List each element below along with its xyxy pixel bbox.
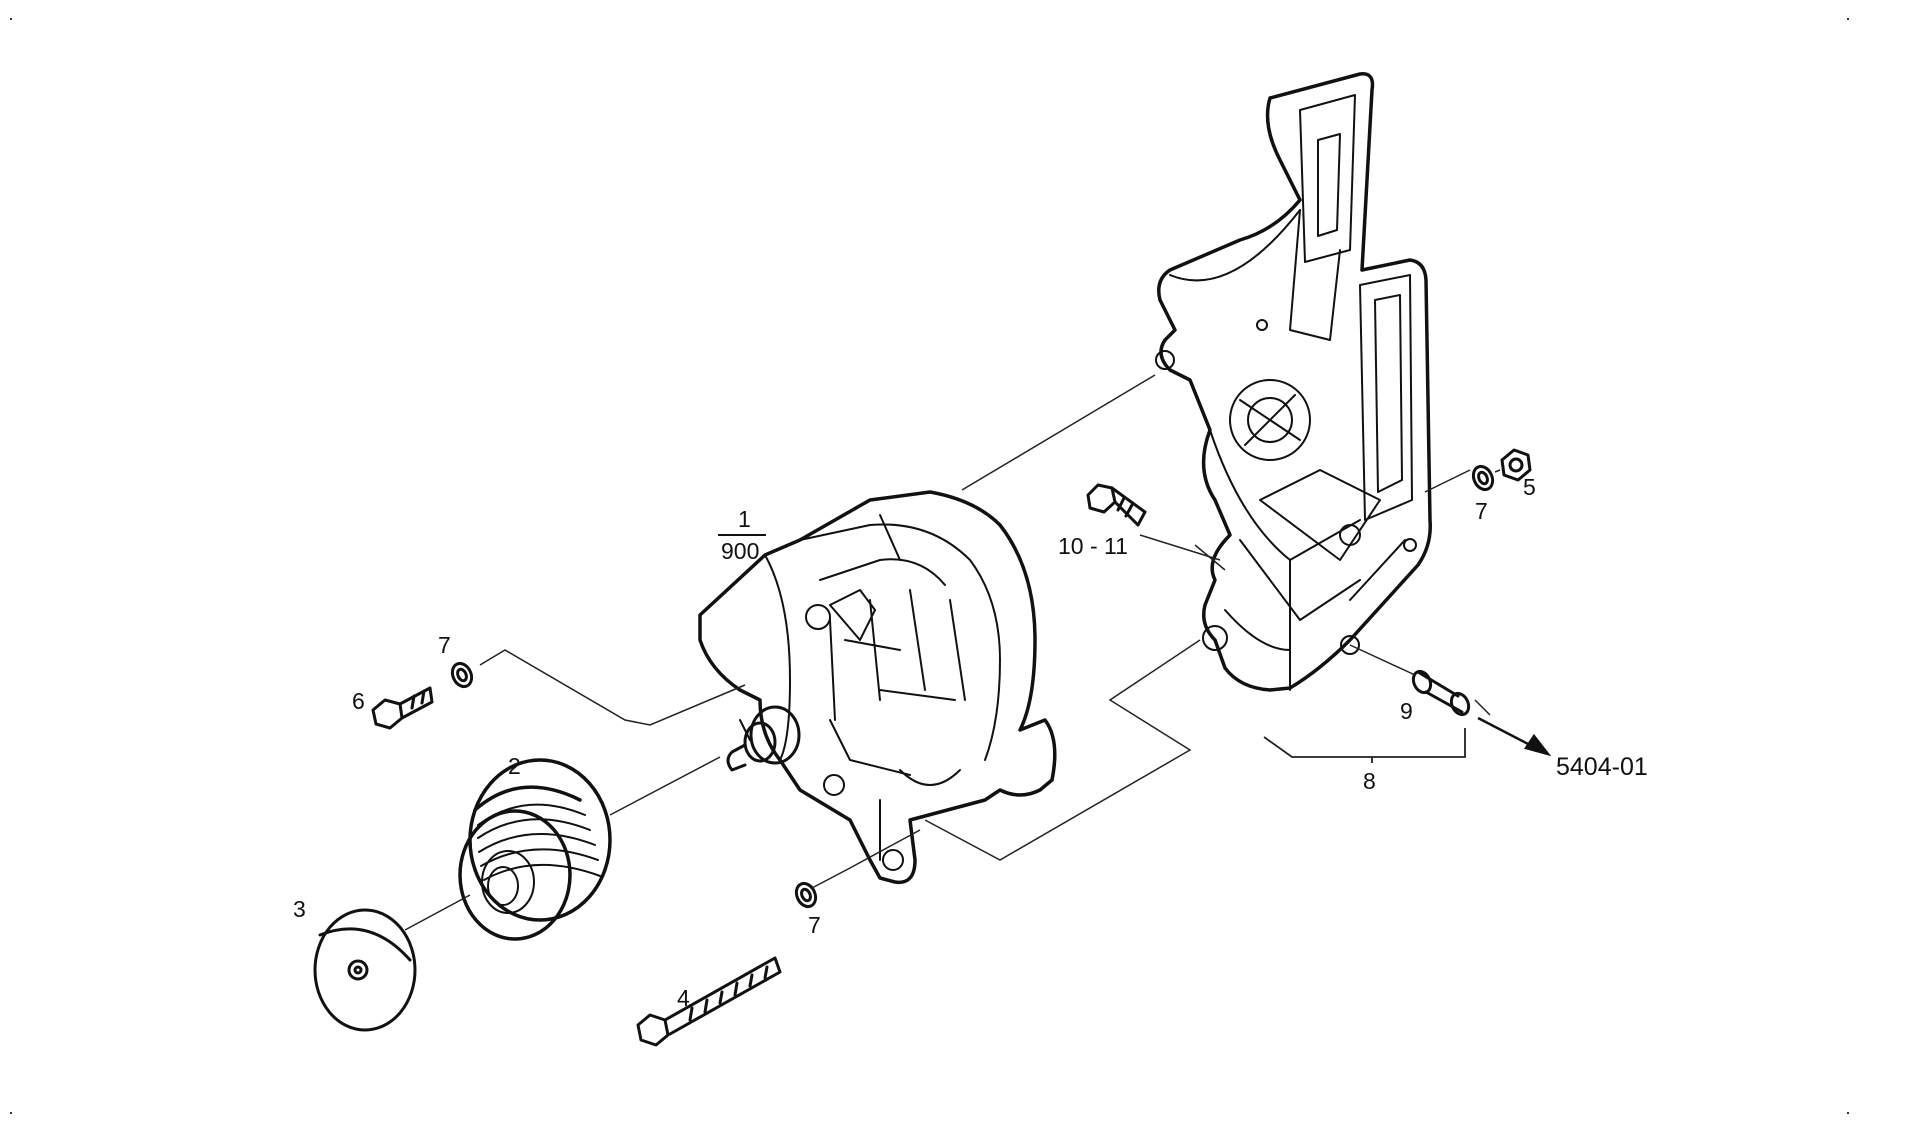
callout-alternator-top: 1 — [738, 506, 751, 532]
alternator-details — [739, 514, 1001, 871]
assembly-bracket-line — [1263, 728, 1466, 763]
corner-mark — [1847, 1112, 1849, 1114]
callout-washer-upper-left: 7 — [438, 632, 451, 658]
dowel — [1411, 669, 1471, 717]
callout-reference: 5404-01 — [1556, 753, 1648, 781]
long-bolt — [636, 956, 782, 1047]
callout-fraction-bar — [718, 534, 766, 536]
callout-long-bolt: 4 — [677, 985, 690, 1011]
callout-washer-lower: 7 — [808, 912, 821, 938]
washer-right — [1471, 464, 1495, 492]
callout-washer-right: 7 — [1475, 498, 1488, 524]
mounting-bracket — [1157, 72, 1432, 692]
callout-alternator-bottom: 900 — [721, 538, 760, 564]
washer-upper-left — [450, 661, 474, 689]
callout-small-bolt: 6 — [352, 688, 365, 714]
pulley — [458, 758, 612, 941]
bracket-details — [1155, 94, 1417, 691]
reference-arrow — [1477, 716, 1552, 757]
callout-nut: 5 — [1523, 474, 1536, 500]
alternator-shaft — [726, 705, 801, 772]
small-bolt — [371, 686, 434, 730]
corner-mark — [1847, 18, 1849, 20]
leader-lines — [404, 374, 1501, 931]
pulley-cap — [313, 908, 417, 1032]
bracket-bolt — [1086, 483, 1147, 527]
alternator — [698, 490, 1057, 885]
nut — [1500, 448, 1532, 482]
callout-dowel: 9 — [1400, 698, 1413, 724]
corner-mark — [10, 1112, 12, 1114]
washer-lower — [794, 881, 818, 909]
callout-bracket-assembly: 8 — [1363, 768, 1376, 794]
pulley-grooves — [477, 803, 601, 914]
callout-pulley: 2 — [508, 753, 521, 779]
corner-mark — [10, 18, 12, 20]
callout-bracket-bolt: 10 - 11 — [1058, 533, 1128, 559]
callout-cap: 3 — [293, 896, 306, 922]
